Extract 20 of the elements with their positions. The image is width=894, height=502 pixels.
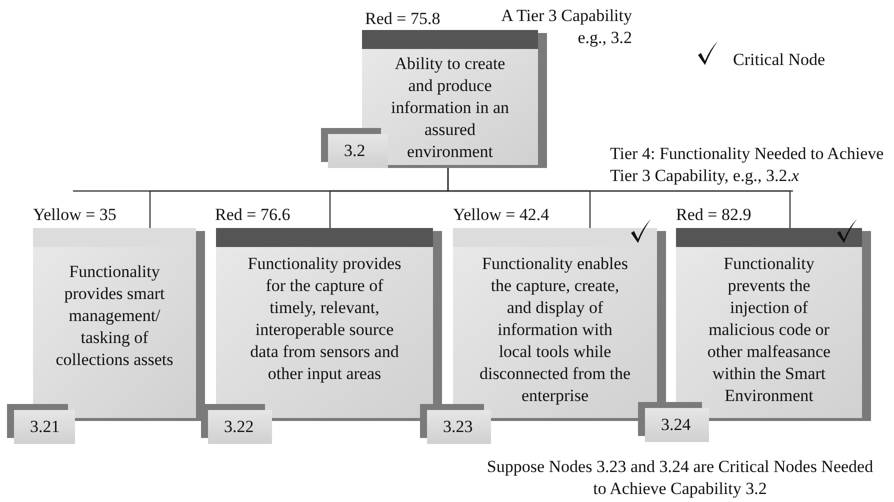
legend-text: Critical Node [733,49,826,71]
connector-line [447,165,791,228]
card-text: Functionality provides for the capture of timely, relevant, interoperable source data from sensors and other input areas [246,253,402,385]
number-tab: 3.23 [427,410,491,444]
card-text: Functionality provides smart management/ tasking of collections assets [56,261,174,371]
status-score: Yellow = 42.4 [453,204,550,226]
status-score: Red = 76.6 [215,204,290,226]
number-tab: 3.24 [645,408,709,442]
number-tab: 3.22 [208,410,272,444]
number-tab: 3.21 [14,410,75,444]
number-tab: 3.2 [328,134,388,168]
status-score: Yellow = 35 [33,204,116,226]
note-text: Suppose Nodes 3.23 and 3.24 are Critical Nodes Needed to Achieve Capability 3.2 [486,456,874,500]
note-text: A Tier 3 Capability e.g., 3.2 [500,5,632,49]
note-text: Tier 4: Functionality Needed to Achieve Tier 3 Capability, e.g., 3.2.x [610,143,885,187]
card-text: Functionality enables the capture, create, and display of information with local tools while disconnected from the enterprise [479,253,631,407]
card-text: Ability to create and produce information in an assured environment [390,53,510,163]
card-text: Functionality prevents the injection of malicious code or other malfeasance within the Smart Environment [706,253,832,407]
status-score: Red = 82.9 [676,204,752,226]
status-score: Red = 75.8 [365,8,440,30]
